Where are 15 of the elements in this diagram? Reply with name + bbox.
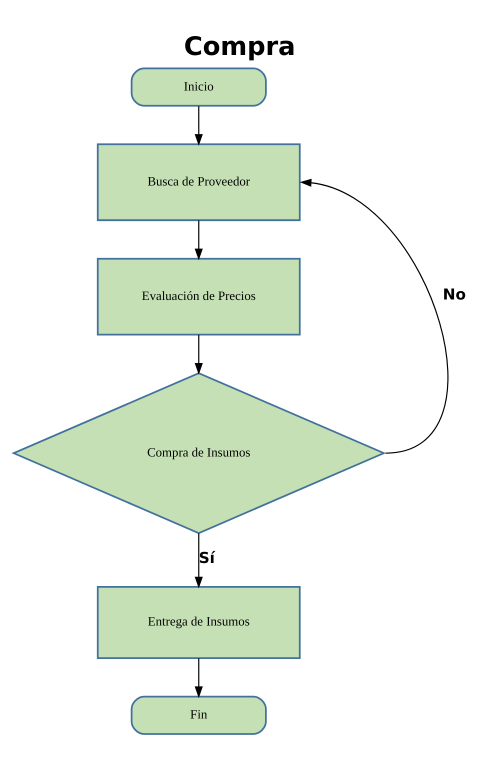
edge-label: Sí [198, 548, 214, 567]
node-box: Inicio [130, 68, 266, 107]
arrow [299, 178, 448, 454]
arrow [194, 533, 202, 588]
node-box: Evaluación de Precios [96, 258, 300, 336]
arrow [194, 220, 202, 260]
arrow [194, 106, 202, 146]
node-box: Entrega de Insumos [96, 586, 300, 659]
arrow [194, 334, 202, 375]
diagram-title: Compra [183, 32, 295, 62]
arrow [194, 658, 202, 698]
node-box: Fin [130, 696, 266, 735]
node-box: Busca de Proveedor [96, 143, 300, 222]
edge-label: No [442, 285, 466, 304]
node-diamond: Compra de Insumos [10, 372, 386, 534]
